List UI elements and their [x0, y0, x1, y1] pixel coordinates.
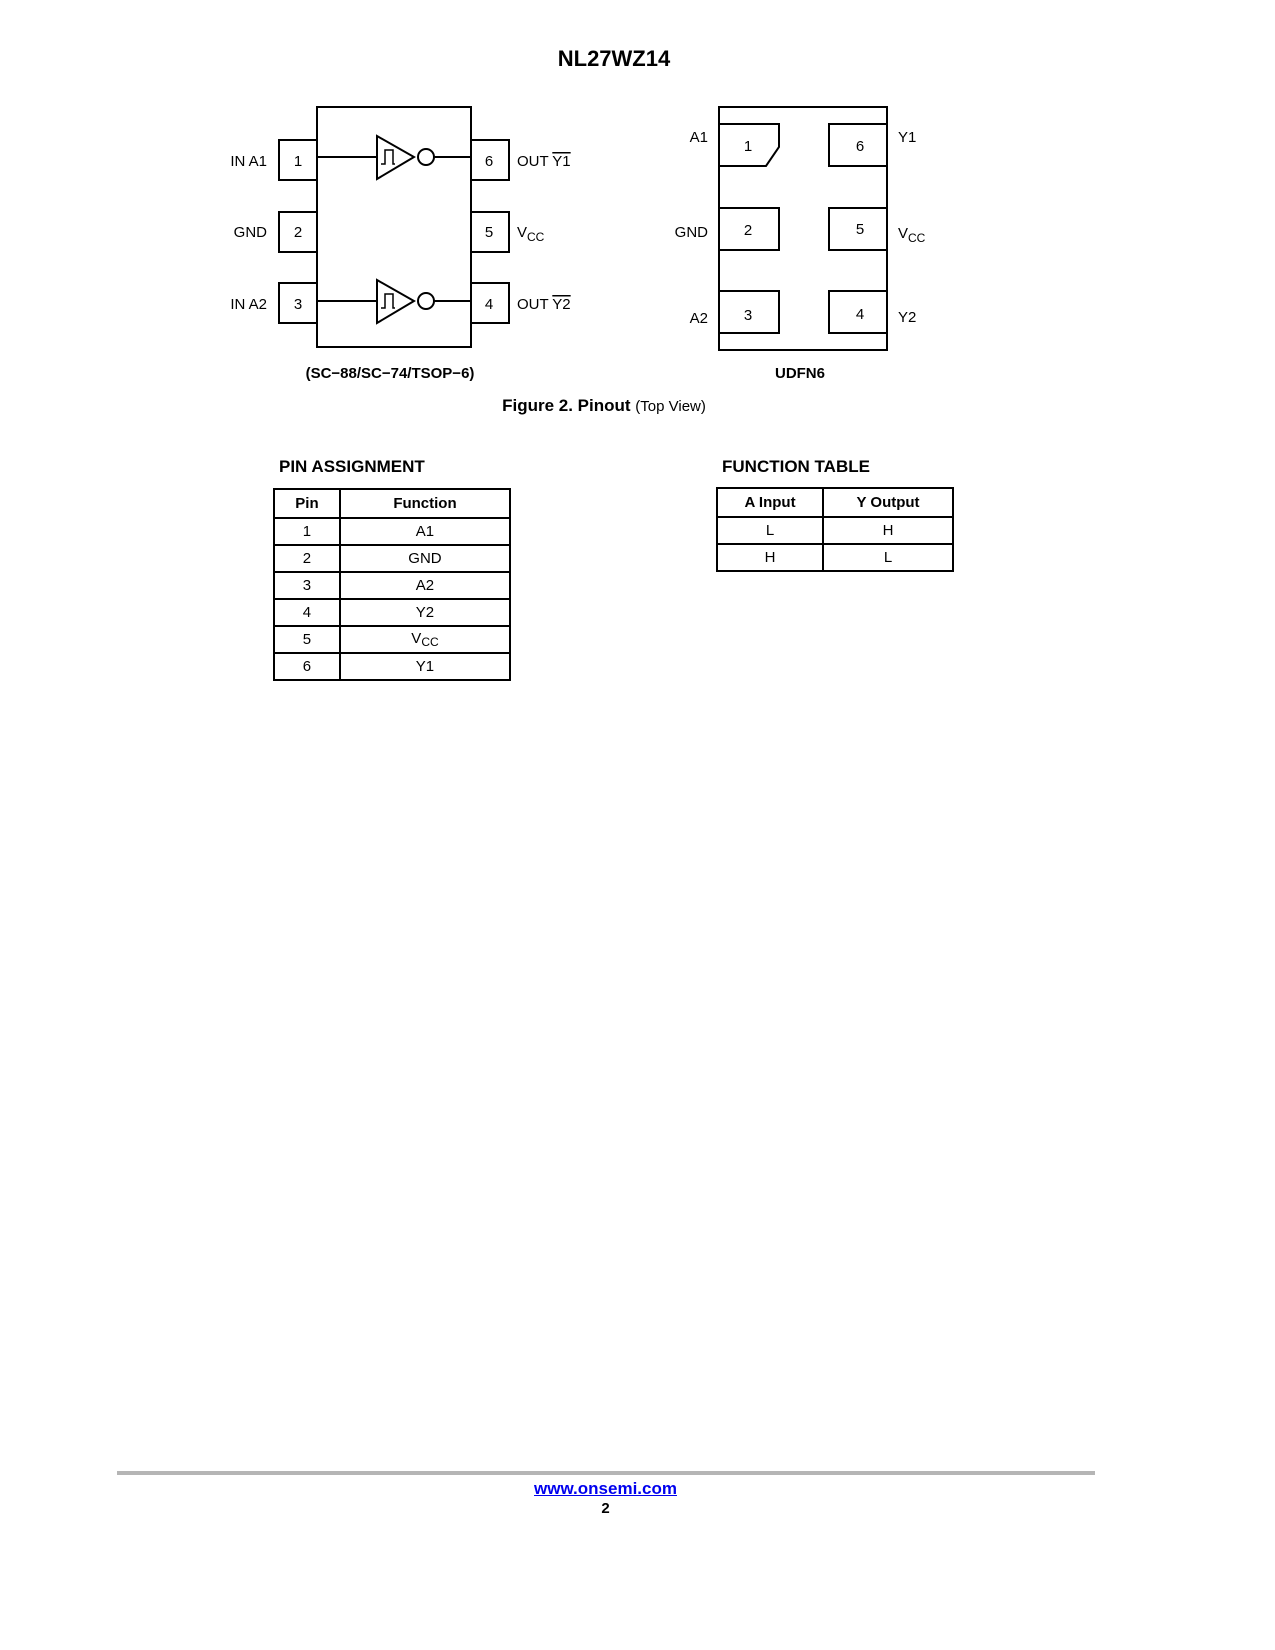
- pin-number: 4: [485, 296, 493, 313]
- pin-box-6: [828, 123, 888, 167]
- hysteresis-icon: [381, 149, 395, 165]
- svg-text:A2: A2: [690, 310, 708, 327]
- package-body: [316, 106, 472, 348]
- svg-text:GND: GND: [675, 224, 709, 241]
- pin-box-5: [470, 211, 510, 253]
- pin-label: OUT Y2: [517, 296, 571, 313]
- svg-text:2: 2: [744, 222, 752, 239]
- pin-number: 6: [485, 153, 493, 170]
- pin-number: 2: [294, 224, 302, 241]
- schmitt-inverter-2: [317, 278, 471, 325]
- pin-label: VCC: [517, 224, 545, 244]
- pinout-sc88-labels: 1 2 3 4 5 6 IN A1 GND IN A2 OUT Y1 VCC O…: [230, 153, 570, 382]
- function-table-title: FUNCTION TABLE: [722, 457, 870, 476]
- hysteresis-icon: [381, 293, 395, 309]
- pin-label: GND: [234, 224, 268, 241]
- svg-text:A1: A1: [690, 129, 708, 146]
- pin-number: 5: [485, 224, 493, 241]
- svg-text:3: 3: [744, 307, 752, 324]
- website-link[interactable]: www.onsemi.com: [534, 1479, 677, 1498]
- pinout-udfn6-labels: 1 2 3 4 5 6 A1 GND A2 Y2 VCC Y1 UDFN6: [675, 129, 926, 382]
- pin-box-3: [718, 290, 780, 334]
- package-caption: UDFN6: [775, 365, 825, 382]
- pin-label: OUT Y1: [517, 153, 571, 170]
- package-caption: (SC−88/SC−74/TSOP−6): [306, 365, 475, 382]
- schmitt-inverter-1: [317, 134, 471, 181]
- pin-number: 1: [294, 153, 302, 170]
- svg-text:1: 1: [744, 138, 752, 155]
- pin-label: IN A2: [230, 296, 267, 313]
- page-title: NL27WZ14: [557, 46, 671, 71]
- footer-divider: [117, 1471, 1095, 1475]
- pinout-udfn6: [718, 106, 888, 351]
- svg-text:5: 5: [856, 221, 864, 238]
- pin-box-3: [278, 282, 318, 324]
- svg-text:6: 6: [856, 138, 864, 155]
- pin-box-4: [470, 282, 510, 324]
- svg-text:Y1: Y1: [898, 129, 916, 146]
- pin-box-6: [470, 139, 510, 181]
- pin-box-2: [278, 211, 318, 253]
- pin-label: IN A1: [230, 153, 267, 170]
- pin-box-2: [718, 207, 780, 251]
- pin-box-1: [278, 139, 318, 181]
- svg-text:Y2: Y2: [898, 309, 916, 326]
- figure-caption: Figure 2. Pinout (Top View): [502, 396, 706, 415]
- pinout-sc88: [278, 106, 510, 348]
- pin-box-1: [719, 123, 780, 167]
- page-number: 2: [601, 1500, 610, 1517]
- pin-assignment-title: PIN ASSIGNMENT: [279, 457, 425, 476]
- pinout-diagrams: 1 2 3 4 5 6 IN A1 GND IN A2 OUT Y1 VCC O…: [230, 106, 926, 382]
- svg-text:VCC: VCC: [898, 225, 926, 245]
- pin-box-5: [828, 207, 888, 251]
- pin-box-4: [828, 290, 888, 334]
- svg-text:4: 4: [856, 306, 864, 323]
- pin-number: 3: [294, 296, 302, 313]
